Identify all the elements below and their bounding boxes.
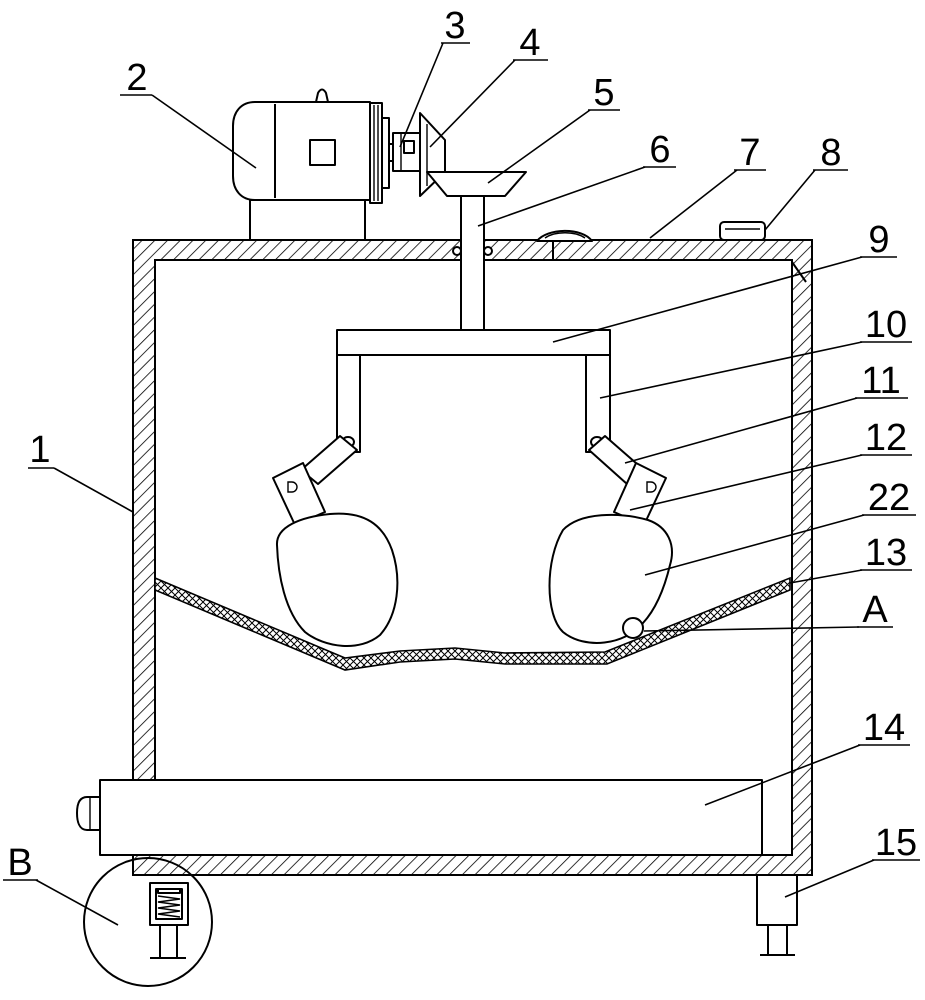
callout-9: 9 xyxy=(868,219,889,261)
crossbar xyxy=(336,329,611,356)
support-foot-stem xyxy=(767,924,788,956)
callout-8: 8 xyxy=(820,132,841,174)
callout-22: 22 xyxy=(868,477,910,519)
motor-base xyxy=(249,199,366,241)
leader-6 xyxy=(477,166,646,227)
shaft-bearing-left xyxy=(452,246,462,256)
detail-circle-b xyxy=(83,857,213,987)
spring-cap xyxy=(157,888,181,894)
lid-corner-line xyxy=(791,261,807,283)
right-bracket xyxy=(613,462,667,526)
callout-b: B xyxy=(7,842,32,884)
callout-13: 13 xyxy=(865,532,907,574)
left-bracket-pin xyxy=(287,481,298,493)
leader-a xyxy=(643,626,860,632)
leader-8 xyxy=(764,169,816,231)
callout-11: 11 xyxy=(861,360,900,402)
coupling-key xyxy=(403,140,415,154)
lid-handle xyxy=(719,221,766,241)
leader-2 xyxy=(151,94,257,169)
leader-11 xyxy=(624,397,858,464)
lid-hump xyxy=(536,229,593,242)
spring xyxy=(157,895,181,918)
motor-flange-collar xyxy=(381,117,390,189)
leader-7 xyxy=(649,169,738,239)
motor-lifting-hook xyxy=(315,88,329,103)
leader-4 xyxy=(429,59,516,148)
leader-1 xyxy=(53,467,134,513)
leader-22 xyxy=(644,514,865,576)
leader-b xyxy=(35,879,119,926)
leader-15 xyxy=(784,859,875,898)
drawer-knob xyxy=(76,796,101,831)
callout-15: 15 xyxy=(875,822,917,864)
motor-terminal-box xyxy=(309,139,336,166)
motor-body xyxy=(232,101,371,201)
left-crushing-head xyxy=(275,512,399,647)
shaft-bearing-right xyxy=(483,246,493,256)
callout-3: 3 xyxy=(444,5,465,47)
callout-2: 2 xyxy=(126,57,147,99)
support-foot xyxy=(756,874,798,926)
leader-10 xyxy=(599,341,863,399)
left-bracket xyxy=(272,462,326,526)
bevel-gear-horizontal xyxy=(426,171,527,197)
right-crushing-head xyxy=(548,513,673,644)
callout-10: 10 xyxy=(865,304,907,346)
lid-hump-inner xyxy=(544,232,586,239)
right-bracket-pin xyxy=(646,481,657,493)
callout-7: 7 xyxy=(739,132,760,174)
callout-a: A xyxy=(862,589,888,631)
drive-shaft xyxy=(460,195,485,331)
callout-labels: 1 2 3 4 5 6 7 8 9 10 11 12 22 13 A 14 15… xyxy=(7,5,917,884)
callout-14: 14 xyxy=(863,707,905,749)
callout-6: 6 xyxy=(649,129,670,171)
screen-plate xyxy=(154,576,791,671)
callout-1: 1 xyxy=(29,429,50,471)
callout-5: 5 xyxy=(593,72,614,114)
motor-flange xyxy=(369,102,383,204)
leader-lines xyxy=(3,42,920,926)
leader-9 xyxy=(552,256,863,343)
left-link xyxy=(300,435,358,485)
leader-12 xyxy=(629,454,863,511)
ball-a xyxy=(622,617,644,639)
leader-5 xyxy=(487,109,591,184)
callout-4: 4 xyxy=(519,22,540,64)
leader-3 xyxy=(399,42,444,148)
leader-14 xyxy=(704,744,861,806)
callout-12: 12 xyxy=(865,417,907,459)
leader-13 xyxy=(789,569,863,584)
caster-stem xyxy=(159,924,178,959)
collection-drawer xyxy=(99,779,763,856)
